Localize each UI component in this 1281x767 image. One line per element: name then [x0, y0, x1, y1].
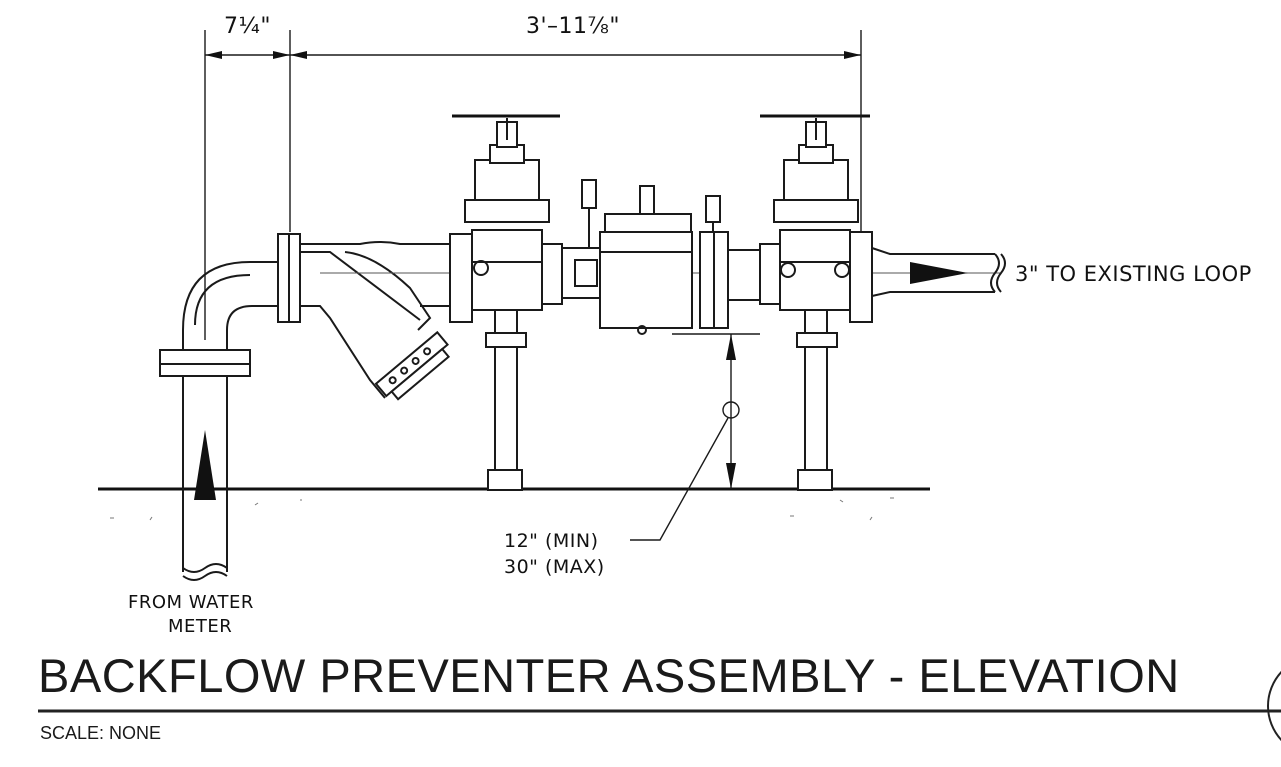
- pipe-elbow: [182, 261, 278, 331]
- dim-left-offset: [204, 30, 291, 340]
- detail-callout-bubble: [1267, 670, 1281, 742]
- connector-union: [541, 243, 603, 305]
- drawing-title: BACKFLOW PREVENTER ASSEMBLY - ELEVATION: [38, 649, 1180, 702]
- test-cock-1: [581, 179, 597, 248]
- inlet-label-line2: METER: [168, 616, 233, 637]
- flow-up-arrow: [194, 430, 216, 500]
- ground-hatch: [110, 497, 894, 521]
- test-cock-3: [705, 195, 721, 232]
- riser-flange: [159, 330, 251, 377]
- gate-valve-2: [760, 114, 870, 311]
- pipe-segment-1: [449, 233, 473, 323]
- clearance-max-label: 30" (MAX): [504, 556, 605, 578]
- valve-1-support: [485, 310, 527, 491]
- inlet-label-line1: FROM WATER: [128, 592, 254, 613]
- inlet-flange: [277, 233, 301, 323]
- gate-valve-1: [452, 114, 560, 311]
- dim-clearance: [630, 334, 740, 541]
- clearance-min-label: 12" (MIN): [504, 530, 599, 552]
- valve-2-support: [796, 310, 838, 491]
- dim-overall-length: [290, 30, 862, 232]
- dim-overall-length-label: 3'–11⅞": [526, 14, 620, 39]
- outlet-flange: [849, 231, 873, 323]
- connector-union-2: [759, 243, 781, 305]
- wye-strainer: [300, 241, 451, 401]
- drawing-scale: SCALE: NONE: [40, 723, 162, 743]
- flow-right-arrow: [910, 262, 968, 284]
- outlet-pipe: [871, 247, 1006, 297]
- dim-left-offset-label: 7¼": [224, 14, 271, 39]
- backflow-body: [599, 213, 761, 335]
- outlet-label: 3" TO EXISTING LOOP: [1015, 262, 1252, 286]
